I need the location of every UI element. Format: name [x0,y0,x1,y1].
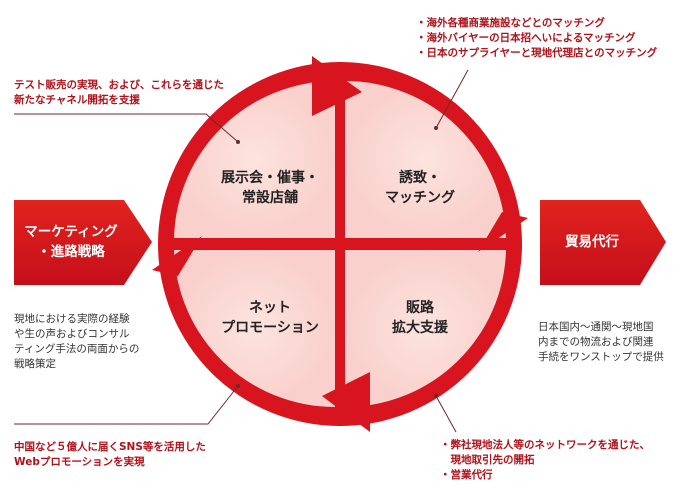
quadrant-bottom-right-line: 拡大支援 [392,320,448,336]
note-top-left-line: 新たなチャネル開拓を支援 [14,94,140,106]
note-top-right-line: ・海外各種商業施設などとのマッチング [416,17,605,29]
cycle-ring [158,62,522,426]
marketing-strategy-description: 現地における実際の経験 や生の声およびコンサル ティング手法の両面からの 戦略策… [14,312,139,372]
leader-dot-top-right [434,126,438,130]
quadrant-bottom-right-tile [345,250,506,407]
trade-agency-arrow [540,200,666,285]
quadrant-bottom-left-line: ネット [249,300,291,316]
cycle-arrowhead-right [478,212,528,252]
quadrant-top-right-tile [345,80,506,238]
cycle-arrowhead-left [152,236,202,276]
trade-agency-label: 貿易代行 [540,232,644,252]
cycle-arrowhead-bottom [322,372,370,432]
note-top-right-line: ・日本のサプライヤーと現地代理店とのマッチング [416,47,658,59]
note-bottom-left-line: Webプロモーションを実現 [14,456,145,468]
note-top-right-line: ・海外バイヤーの日本招へいによるマッチング [416,32,636,44]
note-bottom-right-line: 現地取引先の開拓 [440,454,535,466]
trade-agency-description: 日本国内～通関～現地国 内までの物流および関連 手続をワンストップで提供 [538,320,664,365]
note-top-right: ・海外各種商業施設などとのマッチング ・海外バイヤーの日本招へいによるマッチング… [416,16,657,61]
leader-line-bottom-right [435,395,457,433]
cycle-arrowhead-top [312,56,362,116]
note-top-left-line: テスト販売の実現、および、これらを通じた [14,79,224,91]
quadrant-top-left-tile [174,80,335,238]
leader-line-top-right [435,69,469,129]
quadrant-bottom-left-label: ネット プロモーション [205,298,335,338]
quadrant-bottom-right-line: 販路 [406,300,434,316]
trade-agency-description-line: 日本国内～通関～現地国 [538,321,654,333]
quadrant-bottom-left-line: プロモーション [221,320,319,336]
trade-agency-description-line: 手続をワンストップで提供 [538,351,664,363]
marketing-strategy-description-line: や生の声およびコンサル [14,328,130,340]
quadrant-top-left-line: 展示会・催事・ [221,170,319,186]
quadrant-top-right-label: 誘致・ マッチング [355,168,485,208]
note-bottom-right-line: ・弊社現地法人等のネットワークを通じた、 [440,439,650,451]
marketing-strategy-label-line: マーケティング [24,224,118,240]
note-bottom-left: 中国など５億人に届くSNS等を活用した Webプロモーションを実現 [14,440,206,470]
quadrant-top-right-line: 誘致・ [399,170,441,186]
marketing-strategy-description-line: ティング手法の両面からの [14,343,140,355]
trade-agency-description-line: 内までの物流および関連 [538,336,654,348]
quadrant-top-left-label: 展示会・催事・ 常設店舗 [205,168,335,208]
leader-dot-bottom-right [434,394,438,398]
marketing-strategy-arrow [14,200,152,285]
trade-agency-label-line: 貿易代行 [565,234,619,250]
note-bottom-left-line: 中国など５億人に届くSNS等を活用した [14,441,206,453]
marketing-strategy-label-line: ・進路戦略 [37,244,105,260]
quadrant-top-right-line: マッチング [385,190,455,206]
quadrant-bottom-left-tile [174,250,335,407]
leader-line-bottom-left [14,385,239,425]
leader-dot-top-left [236,140,240,144]
note-bottom-right-line: ・営業代行 [440,469,493,481]
quadrant-top-left-line: 常設店舗 [242,190,298,206]
leader-dot-bottom-left [236,384,240,388]
note-top-left: テスト販売の実現、および、これらを通じた 新たなチャネル開拓を支援 [14,78,224,108]
note-bottom-right: ・弊社現地法人等のネットワークを通じた、 現地取引先の開拓 ・営業代行 [440,438,650,483]
leader-line-top-left [14,113,239,143]
quadrant-bottom-right-label: 販路 拡大支援 [355,298,485,338]
marketing-strategy-description-line: 現地における実際の経験 [14,313,130,325]
marketing-strategy-description-line: 戦略策定 [14,358,56,370]
marketing-strategy-label: マーケティング ・進路戦略 [14,222,128,262]
